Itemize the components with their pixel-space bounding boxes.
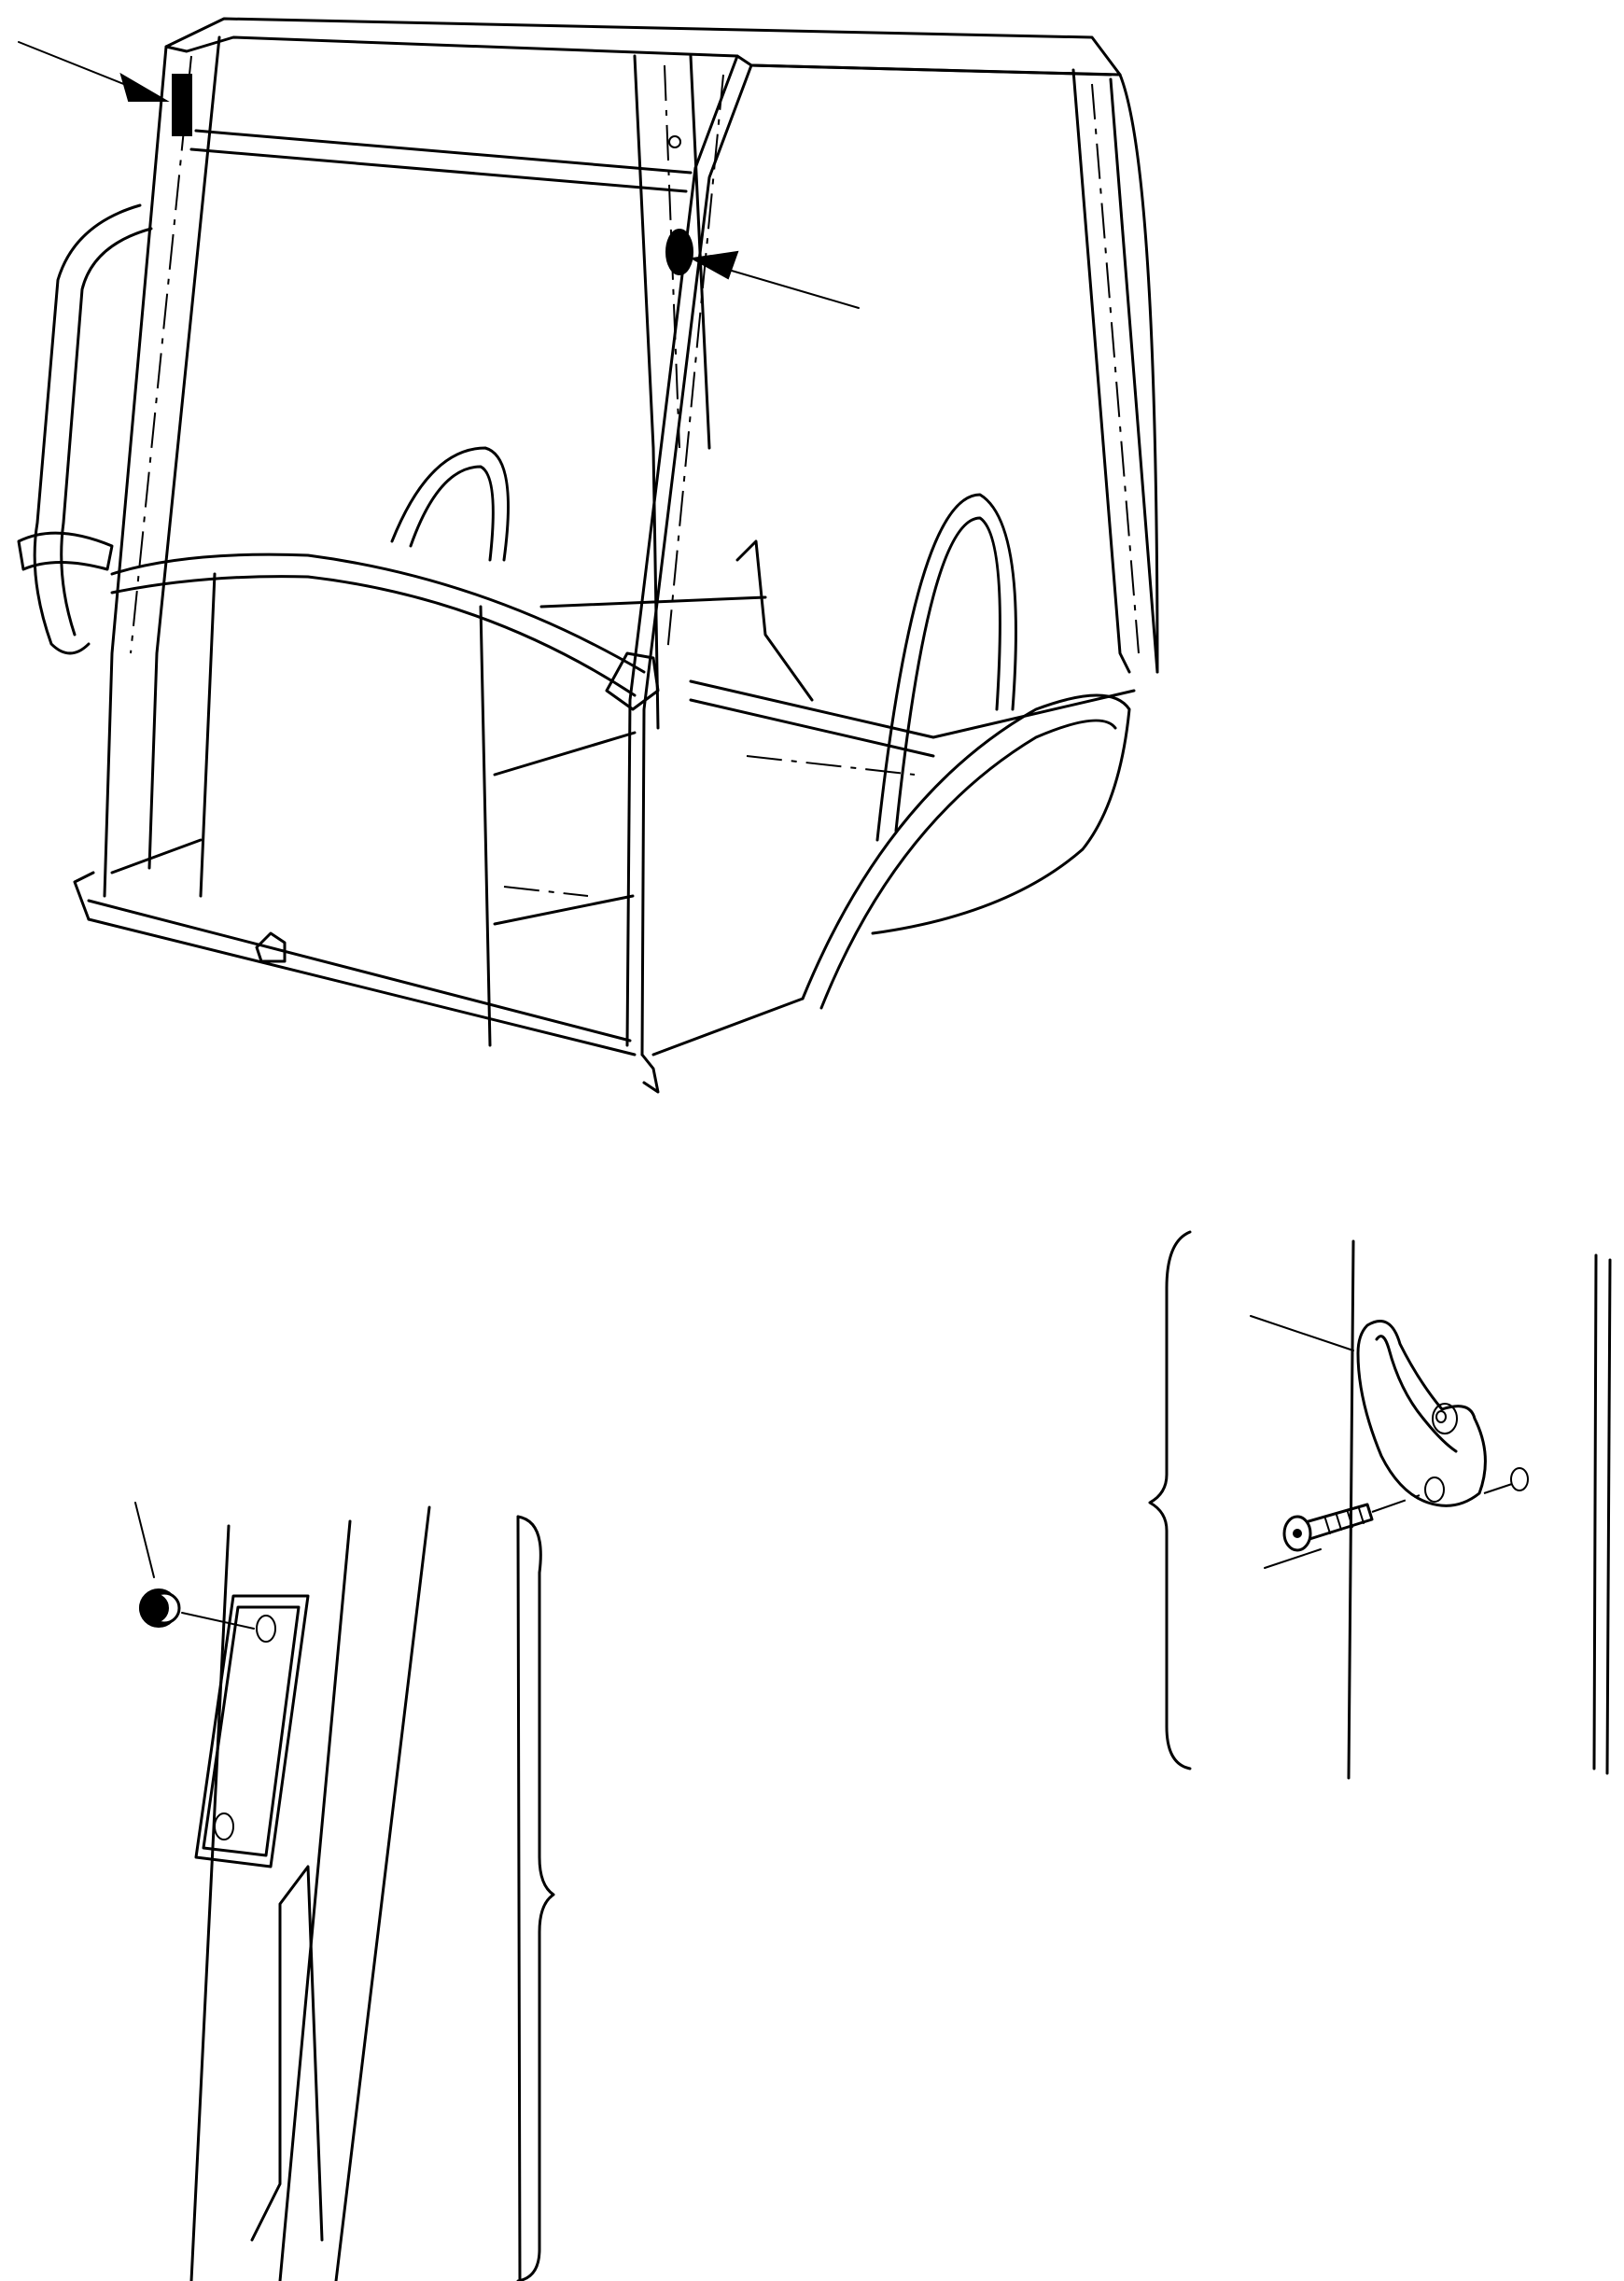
arrow-pointer-pillar <box>665 229 860 309</box>
hook-detail <box>1148 1230 1612 1780</box>
plug-detail <box>134 1502 555 2281</box>
cab-frame <box>17 17 1159 1094</box>
arrow-pointer-upper-left <box>18 41 192 136</box>
